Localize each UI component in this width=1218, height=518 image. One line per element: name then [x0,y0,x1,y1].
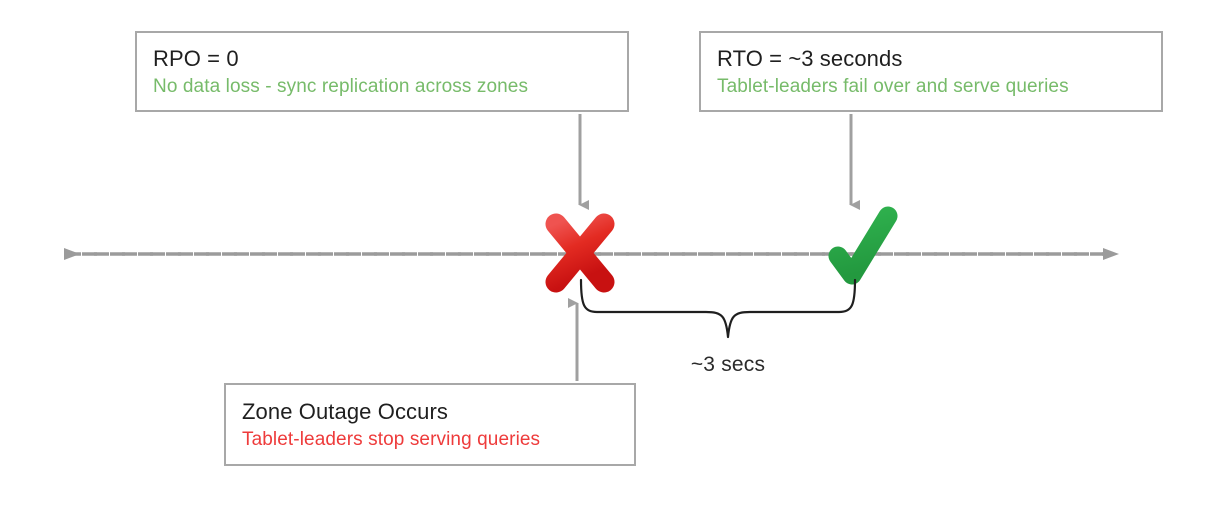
callout-zone-outage: Zone Outage Occurs Tablet-leaders stop s… [224,383,636,466]
callout-zone-outage-title: Zone Outage Occurs [242,398,449,424]
recovery-duration-label: ~3 secs [690,353,766,376]
callout-rto-title: RTO = ~3 seconds [717,45,903,71]
cross-mark-icon [545,213,615,293]
callout-rpo: RPO = 0 No data loss - sync replication … [135,31,629,112]
callout-rpo-title: RPO = 0 [153,45,239,71]
callout-rto: RTO = ~3 seconds Tablet-leaders fail ove… [699,31,1163,112]
check-mark-icon [828,206,898,285]
callout-zone-outage-subtitle: Tablet-leaders stop serving queries [242,429,541,451]
callout-rto-subtitle: Tablet-leaders fail over and serve queri… [717,76,1069,98]
callout-rpo-subtitle: No data loss - sync replication across z… [153,76,529,98]
curly-brace-icon [579,278,857,339]
